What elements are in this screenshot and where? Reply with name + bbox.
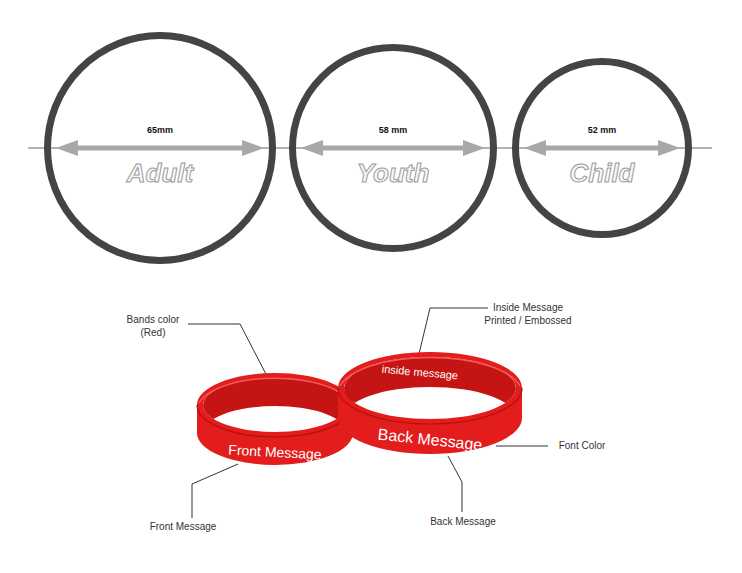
callout-label: Font Color — [552, 440, 612, 453]
size-circle: 58 mm Youth — [284, 39, 502, 257]
arrow-head — [301, 140, 323, 156]
rim-edge — [338, 388, 522, 424]
size-label: Child — [570, 158, 635, 189]
leader-line — [496, 446, 548, 447]
ring — [48, 36, 273, 261]
circle-outline — [284, 39, 502, 257]
arrow-head — [524, 140, 546, 156]
circle-outline — [39, 27, 281, 269]
rim-highlight — [340, 357, 520, 386]
circle-outline — [507, 53, 697, 243]
ring — [516, 62, 689, 235]
arrow-head — [658, 140, 680, 156]
wristband: Front Message — [194, 370, 356, 468]
dimension-label: 65mm — [145, 125, 175, 135]
dimension-label: 58 mm — [377, 125, 410, 135]
dimension-arrow — [77, 146, 243, 151]
leader-line — [418, 308, 488, 358]
leader-line — [448, 456, 462, 512]
ring — [293, 48, 494, 249]
dimension-arrow — [545, 146, 659, 151]
arrow-head — [242, 140, 264, 156]
size-label: Youth — [357, 158, 430, 189]
size-circle: 65mmAdult — [39, 27, 281, 269]
leader-line — [188, 324, 268, 378]
rim-edge — [197, 405, 353, 437]
leader-line — [192, 464, 238, 518]
callout-label: Front Message — [148, 521, 218, 534]
arrow-head — [463, 140, 485, 156]
size-label: Adult — [127, 158, 193, 189]
arrow-head — [56, 140, 78, 156]
wristband: inside messageBack Message — [335, 349, 525, 457]
callout-label: Inside Message Printed / Embossed — [478, 302, 578, 327]
size-circle: 52 mm Child — [507, 53, 697, 243]
callout-label: Back Message — [428, 516, 498, 529]
dimension-label: 52 mm — [586, 125, 619, 135]
rim-highlight — [199, 378, 351, 403]
dimension-arrow — [322, 146, 464, 151]
band-body — [197, 373, 353, 465]
callout-label: Bands color (Red) — [118, 314, 188, 339]
band-body — [338, 352, 522, 454]
